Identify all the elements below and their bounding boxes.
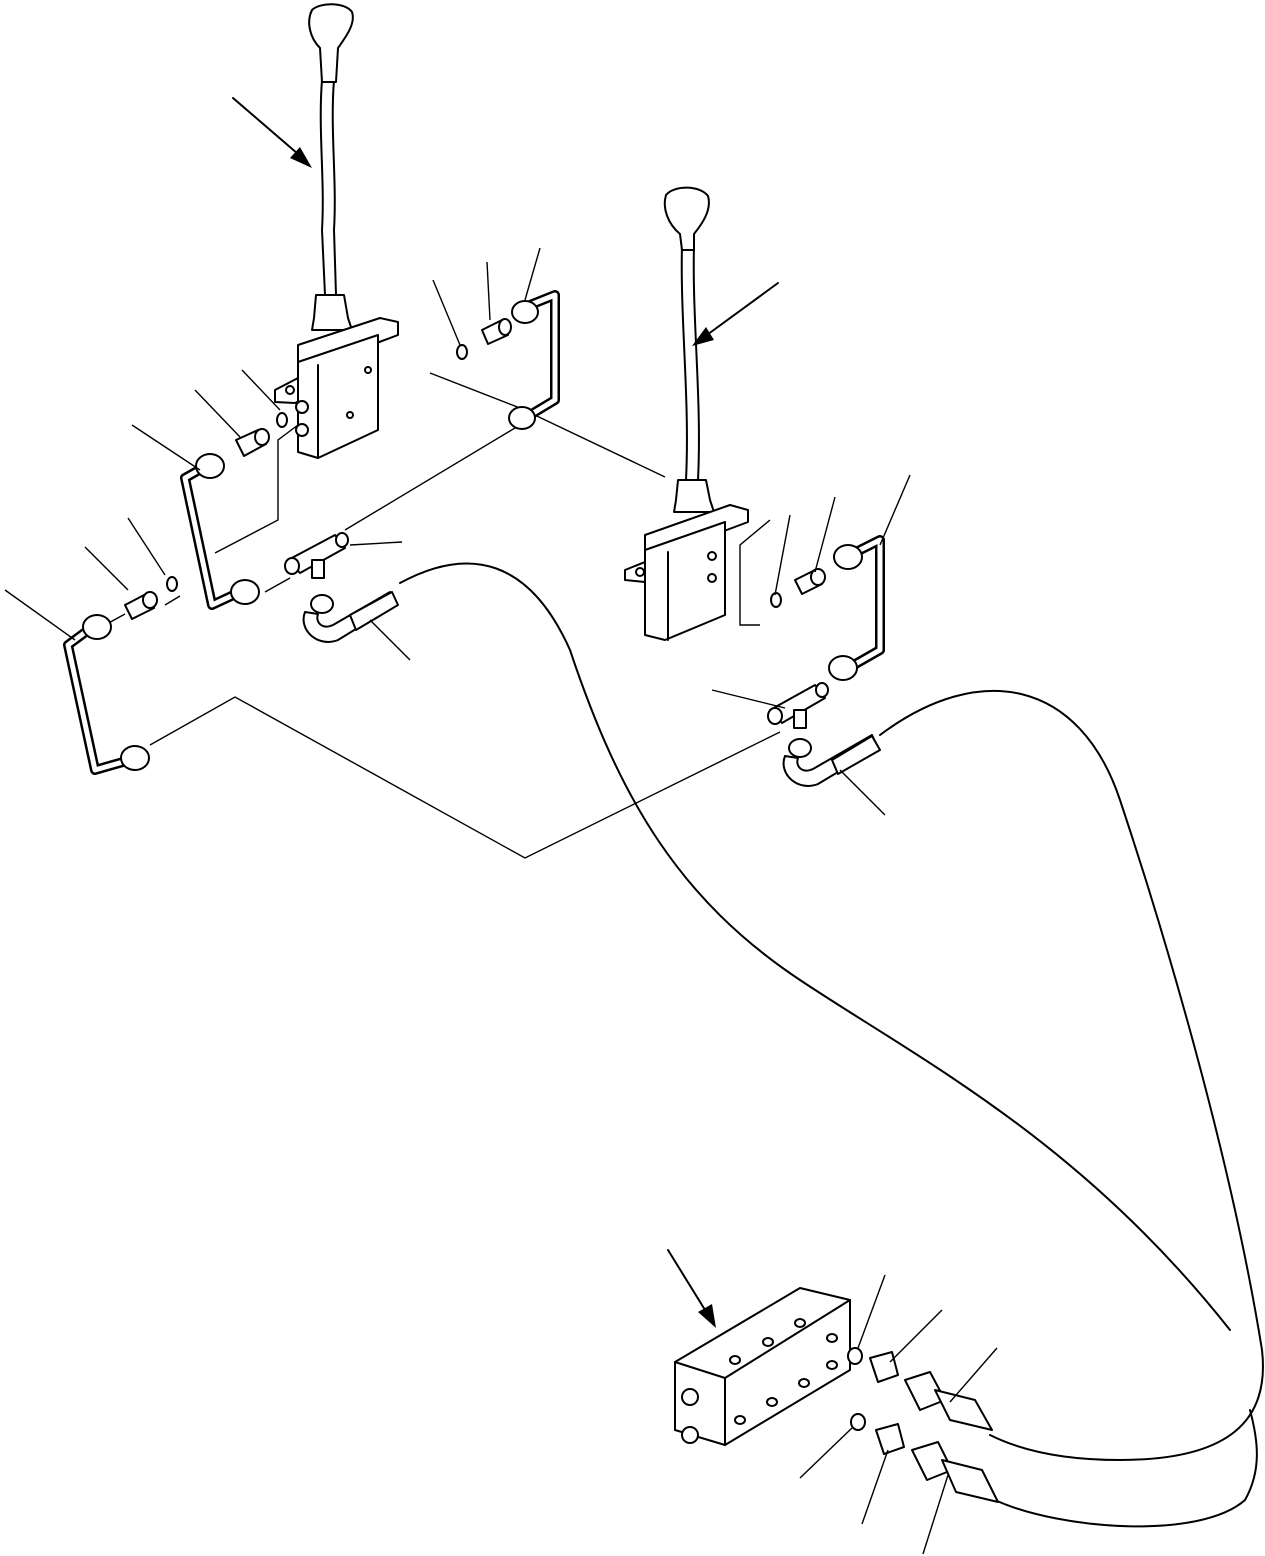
control-lever-left (274, 3, 399, 459)
control-lever-right (624, 186, 749, 641)
tube-nuts (82, 300, 863, 771)
lever-rod-right (680, 244, 688, 481)
lever-boot-left (311, 294, 353, 331)
lever-rod-left (319, 79, 326, 296)
hose-left-to-block-upper (399, 562, 1231, 1331)
lever-boot-right (673, 479, 715, 513)
assembly-arrows (232, 97, 779, 1328)
tubes (63, 290, 885, 775)
valve-block (674, 1287, 999, 1503)
hose-right-to-block-upper (879, 690, 1264, 1461)
lever-knob-left (308, 3, 354, 83)
hose-to-block-lower (994, 1409, 1258, 1528)
leader-lines (4, 247, 998, 1555)
o-rings (166, 344, 782, 608)
tee-fitting-left (284, 532, 399, 643)
tee-fitting-right (767, 682, 881, 787)
lever-knob-right (663, 186, 710, 251)
adapters (124, 318, 826, 620)
valve-body-right (644, 521, 726, 641)
